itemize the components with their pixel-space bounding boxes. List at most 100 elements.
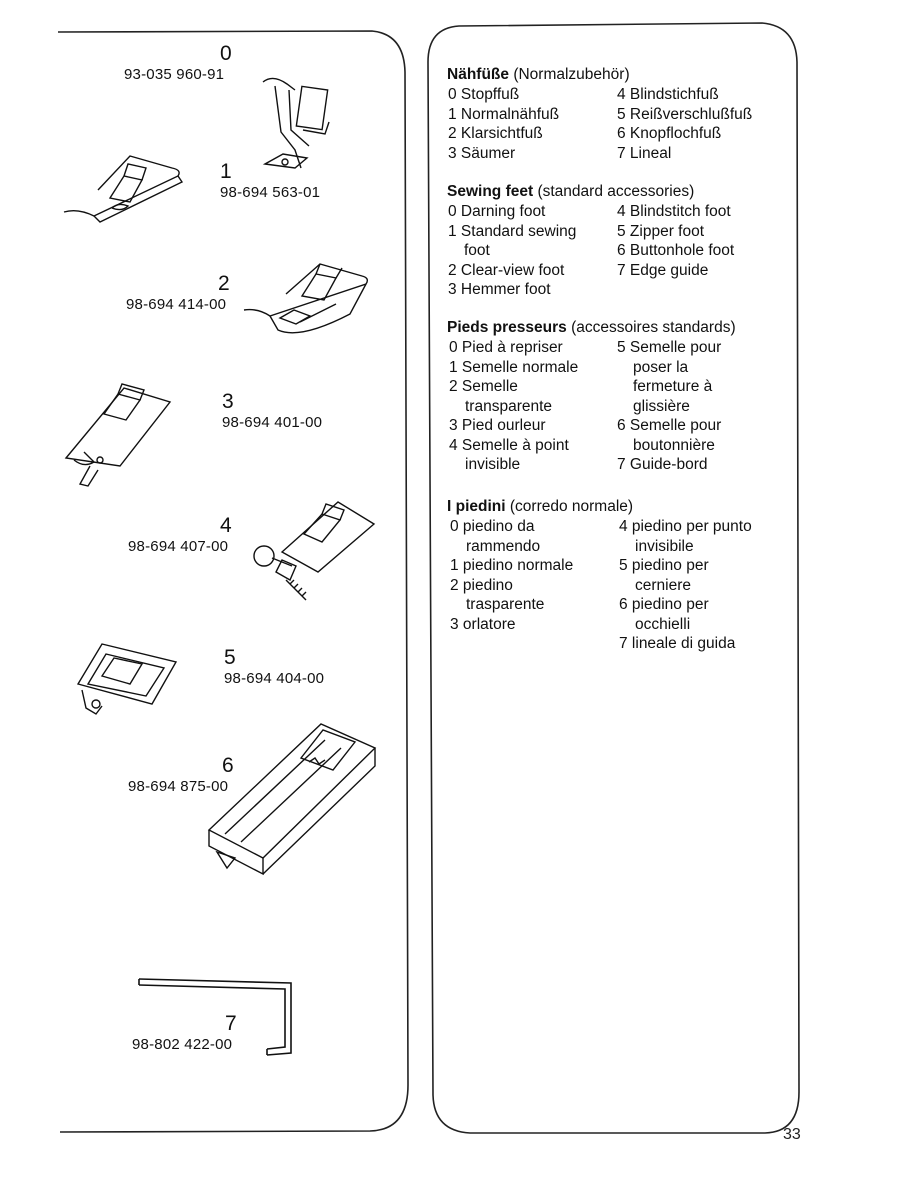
section-french: Pieds presseurs (accessoires standards) …	[447, 318, 797, 478]
part-0-number: 0	[220, 42, 232, 65]
list-item: 5 piedino per	[619, 557, 709, 574]
section-german-heading: Nähfüße (Normalzubehör)	[447, 65, 797, 85]
part-4-number: 4	[220, 514, 232, 537]
list-item: trasparente	[466, 596, 545, 613]
list-item: 3 Säumer	[448, 144, 516, 162]
list-item: invisible	[465, 456, 521, 473]
list-item: 3 Pied ourleur	[449, 417, 546, 434]
list-item: 1 Normalnähfuß	[448, 105, 560, 123]
standard-sewing-foot-icon	[63, 155, 184, 223]
part-7-caption: 7 98-802 422-00	[132, 1012, 237, 1054]
list-item: rammendo	[466, 537, 541, 555]
list-item: fermeture à	[633, 378, 713, 395]
section-german: Nähfüße (Normalzubehör) 0 Stopffuß 1 Nor…	[447, 65, 797, 165]
list-item: transparente	[465, 397, 553, 415]
part-0-code: 93-035 960-91	[124, 66, 225, 83]
darning-foot-icon	[262, 77, 330, 169]
list-item: 0 piedino da	[450, 518, 535, 535]
part-6-code: 98-694 875-00	[128, 778, 229, 795]
list-item: 4 piedino per punto	[619, 518, 752, 535]
part-7-code: 98-802 422-00	[132, 1036, 233, 1053]
section-italian-list: 0 piedino da rammendo 1 piedino normale …	[447, 517, 797, 657]
blindstitch-foot-icon	[253, 501, 376, 601]
section-italian-heading: I piedini (corredo normale)	[447, 497, 797, 517]
part-1-number: 1	[220, 160, 232, 183]
clear-view-foot-icon	[243, 263, 369, 334]
buttonhole-foot-icon	[207, 723, 377, 876]
section-french-list: 0 Pied à repriser 1 Semelle normale 2 Se…	[447, 338, 797, 478]
list-item: cerniere	[635, 576, 691, 594]
part-3-number: 3	[222, 390, 234, 413]
list-item: 0 Stopffuß	[448, 86, 520, 103]
part-5-number: 5	[224, 646, 236, 669]
list-item: glissière	[633, 397, 690, 415]
right-panel-border	[427, 22, 800, 1134]
part-6-caption: 6 98-694 875-00	[128, 754, 234, 796]
section-french-title: Pieds presseurs	[447, 319, 567, 336]
part-4-code: 98-694 407-00	[128, 538, 229, 555]
list-item: 7 lineale di guida	[619, 635, 736, 652]
list-item: 2 piedino	[450, 576, 513, 594]
list-item: 1 Semelle normale	[449, 358, 579, 376]
part-1-caption: 1 98-694 563-01	[220, 160, 320, 202]
part-2-caption: 2 98-694 414-00	[126, 272, 230, 314]
list-item: 6 piedino per	[619, 596, 709, 613]
list-item: invisibile	[635, 537, 694, 555]
section-italian-title: I piedini	[447, 498, 506, 515]
page-number: 33	[783, 1126, 801, 1143]
section-german-list: 0 Stopffuß 1 Normalnähfuß 2 Klarsichtfuß…	[447, 85, 797, 165]
part-6-number: 6	[222, 754, 234, 777]
part-4-caption: 4 98-694 407-00	[128, 514, 232, 556]
list-item: 5 Semelle pour	[617, 339, 722, 356]
list-item: boutonnière	[633, 436, 715, 454]
list-item: 2 Semelle	[449, 378, 518, 395]
part-2-code: 98-694 414-00	[126, 296, 227, 313]
list-item: 1 Standard sewing	[448, 222, 577, 240]
list-item: 2 Clear-view foot	[448, 261, 565, 279]
part-3-caption: 3 98-694 401-00	[222, 390, 322, 432]
section-english-subtitle: (standard accessories)	[537, 183, 695, 200]
list-item: 2 Klarsichtfuß	[448, 125, 543, 142]
list-item: 0 Darning foot	[448, 203, 546, 220]
part-5-code: 98-694 404-00	[224, 670, 325, 687]
list-item: 1 piedino normale	[450, 557, 574, 574]
list-item: 5 Zipper foot	[617, 222, 705, 240]
list-item: poser la	[633, 358, 689, 376]
list-item: 3 orlatore	[450, 615, 516, 633]
list-item: 7 Guide-bord	[617, 456, 708, 473]
section-english-list: 0 Darning foot 1 Standard sewing foot 2 …	[447, 202, 797, 302]
list-item: 6 Semelle pour	[617, 417, 722, 434]
part-7-number: 7	[225, 1012, 237, 1035]
zipper-foot-icon	[76, 643, 178, 715]
list-item: 0 Pied à repriser	[449, 339, 563, 356]
list-item: 4 Blindstitch foot	[617, 203, 731, 220]
list-item: 7 Edge guide	[617, 261, 709, 279]
section-italian: I piedini (corredo normale) 0 piedino da…	[447, 497, 797, 657]
part-0-caption: 0 93-035 960-91	[124, 42, 232, 84]
list-item: 6 Buttonhole foot	[617, 242, 735, 259]
list-item: occhielli	[635, 615, 691, 633]
section-italian-subtitle: (corredo normale)	[509, 498, 634, 515]
hemmer-foot-icon	[64, 383, 172, 487]
list-item: 5 Reißverschlußfuß	[617, 105, 753, 123]
list-item: 7 Lineal	[617, 144, 672, 162]
section-german-subtitle: (Normalzubehör)	[513, 66, 630, 83]
section-english-heading: Sewing feet (standard accessories)	[447, 182, 797, 202]
part-2-number: 2	[218, 272, 230, 295]
section-english: Sewing feet (standard accessories) 0 Dar…	[447, 182, 797, 302]
list-item: 4 Semelle à point	[449, 436, 569, 454]
list-item: 4 Blindstichfuß	[617, 86, 719, 103]
list-item: 6 Knopflochfuß	[617, 125, 722, 142]
part-5-caption: 5 98-694 404-00	[224, 646, 324, 688]
part-3-code: 98-694 401-00	[222, 414, 323, 431]
edge-guide-icon	[138, 978, 292, 1056]
list-item: foot	[464, 242, 490, 259]
section-french-subtitle: (accessoires standards)	[571, 319, 736, 336]
section-german-title: Nähfüße	[447, 66, 509, 83]
list-item: 3 Hemmer foot	[448, 281, 551, 298]
left-panel-border	[57, 30, 409, 1133]
section-french-heading: Pieds presseurs (accessoires standards)	[447, 318, 797, 338]
section-english-title: Sewing feet	[447, 183, 534, 200]
part-1-code: 98-694 563-01	[220, 184, 321, 201]
